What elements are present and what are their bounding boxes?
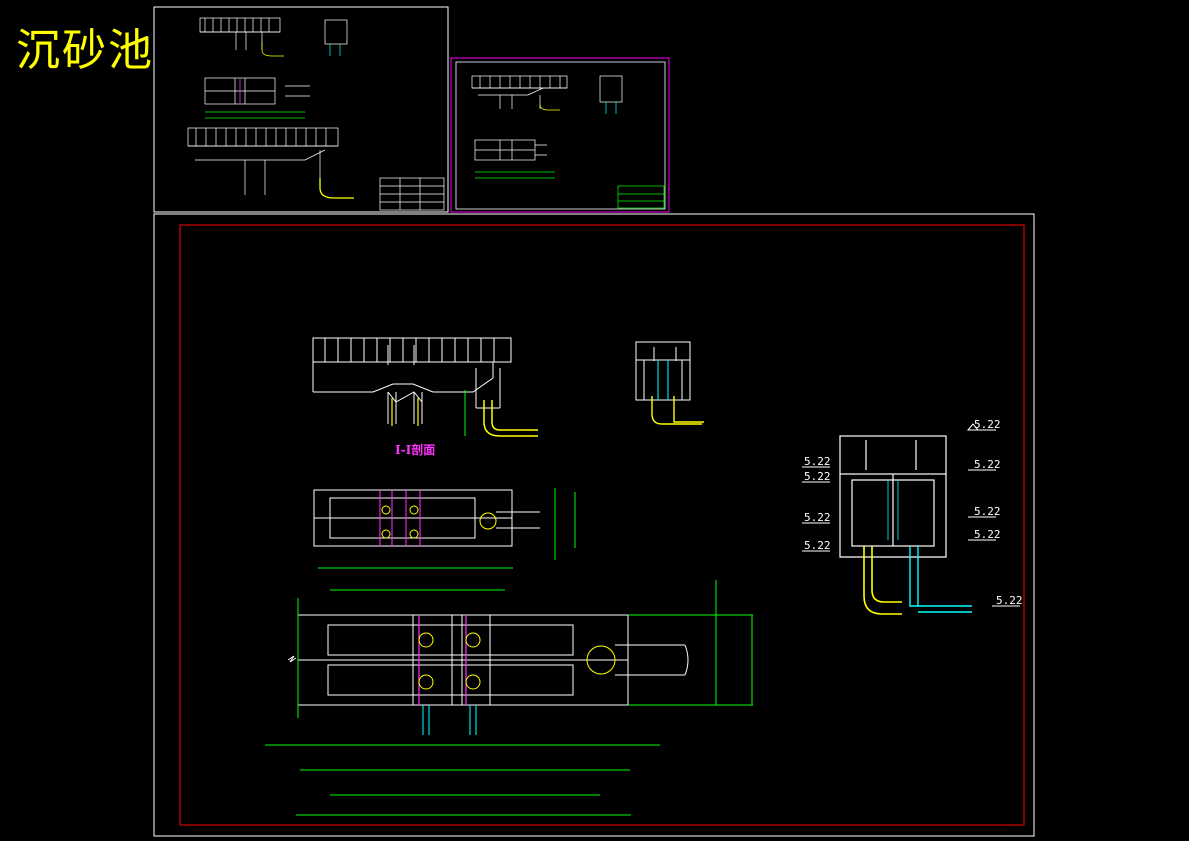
drawing-title: 沉砂池	[16, 25, 154, 76]
sheet-2-drawing	[471, 75, 665, 209]
section-label: I-I剖面	[395, 442, 435, 457]
plan-view-middle	[313, 488, 576, 591]
svg-text:5.22: 5.22	[804, 511, 831, 524]
svg-text:5.22: 5.22	[974, 505, 1001, 518]
svg-text:5.22: 5.22	[804, 455, 831, 468]
svg-text:5.22: 5.22	[804, 470, 831, 483]
plan-view-large	[265, 580, 753, 816]
sheet-2-frame	[450, 57, 670, 213]
sheet-1-frame	[153, 6, 449, 213]
main-sheet-border	[179, 224, 1025, 826]
section-I-I	[312, 337, 538, 437]
svg-text:5.22: 5.22	[974, 418, 1001, 431]
section-II	[635, 341, 704, 425]
svg-text:5.22: 5.22	[804, 539, 831, 552]
level-markers: 5.22 5.22 5.22 5.22 5.22 5.22 5.22 5.22 …	[802, 418, 1023, 607]
svg-text:5.22: 5.22	[974, 528, 1001, 541]
main-sheet-frame	[153, 213, 1035, 837]
svg-text:5.22: 5.22	[996, 594, 1023, 607]
section-right	[839, 435, 972, 615]
sheet-1-drawing	[187, 17, 445, 211]
svg-text:5.22: 5.22	[974, 458, 1001, 471]
